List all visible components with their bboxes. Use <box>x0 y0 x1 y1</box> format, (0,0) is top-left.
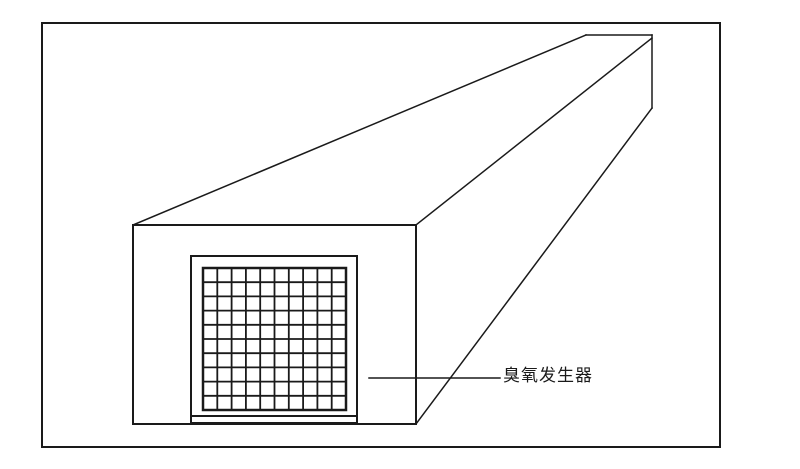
ozone-generator-label: 臭氧发生器 <box>503 366 593 386</box>
duct-perspective-edges <box>132 34 654 426</box>
top-left-edge <box>132 34 587 226</box>
bottom-right-edge <box>414 106 654 426</box>
generator-grille <box>201 266 348 412</box>
outer-frame <box>41 22 721 448</box>
top-right-edge <box>414 36 654 227</box>
generator-housing <box>190 255 358 424</box>
